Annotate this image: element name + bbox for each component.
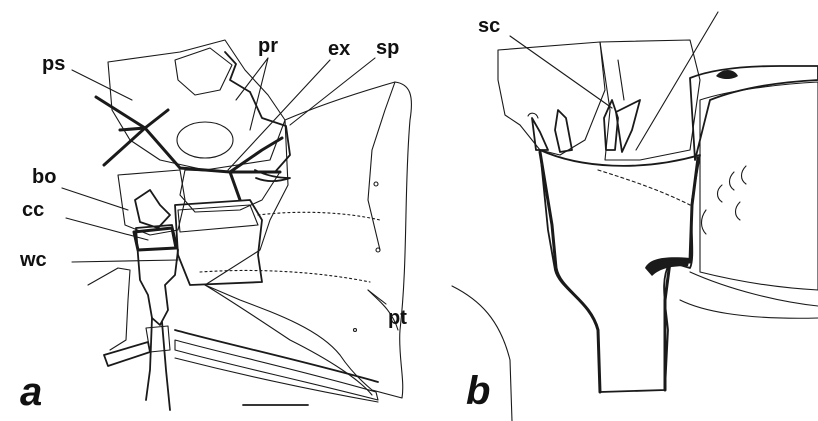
central-vertebra — [540, 150, 700, 392]
vertebral-spine — [146, 318, 170, 410]
basioccipital-dark — [135, 190, 170, 228]
central-vertebra-outline-right — [665, 158, 698, 390]
panel-label-b: b — [466, 369, 490, 413]
label-sp: sp — [376, 37, 399, 59]
label-pt: pt — [388, 307, 407, 329]
label-cc: cc — [22, 199, 44, 221]
centrum-stipple — [178, 205, 258, 232]
panel-a: ps pr ex sp bo cc wc pt a — [19, 35, 411, 414]
right-bone-dense — [690, 66, 818, 160]
sphenoid-ridge — [368, 82, 395, 250]
panel-b: sc b — [452, 12, 818, 421]
panel-label-a: a — [20, 370, 42, 414]
sphenoid-foramen-2 — [376, 248, 380, 252]
sphenoid-foramen-3 — [354, 329, 357, 332]
lower-bar-outer — [175, 330, 378, 382]
weberian-column — [136, 225, 178, 325]
right-bone-body — [700, 82, 818, 290]
sphenoid-plate — [205, 82, 411, 398]
scaphium-elements — [528, 100, 640, 152]
label-wc: wc — [19, 249, 47, 271]
pleural-rib — [104, 342, 150, 366]
swirl-marks — [702, 166, 747, 234]
dashed-suture-b — [598, 170, 690, 205]
centrum-block — [175, 200, 262, 285]
label-bo: bo — [32, 166, 56, 188]
right-bone-dark-nub — [716, 70, 738, 79]
label-pr: pr — [258, 35, 278, 57]
suture-lines — [96, 52, 290, 200]
dotted-suture-upper — [258, 212, 380, 220]
lower-bar-inner — [175, 340, 378, 400]
leader-lines-b — [510, 12, 718, 150]
label-ex: ex — [328, 38, 350, 60]
skull-roof-outline — [108, 40, 285, 170]
sphenoid-foramen-1 — [374, 182, 378, 186]
label-ps: ps — [42, 53, 65, 75]
central-vertebra-outline — [540, 152, 600, 392]
posterior-skull-mass — [498, 42, 605, 155]
left-vertebra-outline — [88, 268, 130, 350]
label-sc: sc — [478, 15, 500, 37]
